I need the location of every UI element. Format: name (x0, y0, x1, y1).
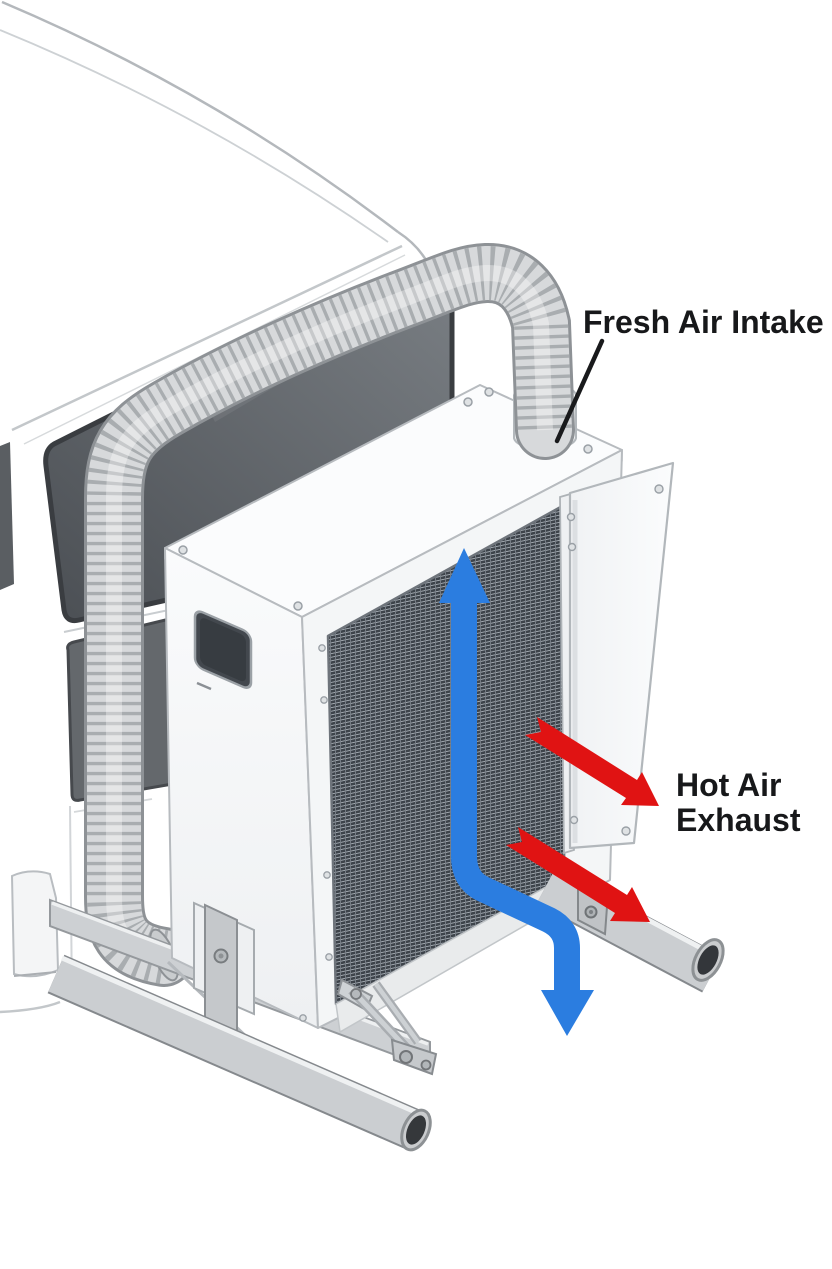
intake-arrow-head-down (541, 990, 594, 1036)
exhaust-arrow-lower (506, 827, 650, 922)
exhaust-arrow-upper (525, 717, 659, 806)
right-rail-tube (536, 867, 725, 993)
vehicle-roof-ridge-line-inner (0, 29, 389, 243)
body-bottom-edge (0, 1000, 61, 1014)
vehicle-roof-ridge-line (1, 0, 399, 233)
hot-air-exhaust-label-line1: Hot Air (676, 767, 781, 803)
vehicle-drip-rail (11, 244, 403, 432)
unit-mount-bracket (193, 901, 255, 1042)
label-leader-line (554, 338, 605, 444)
side-window-sliver (0, 442, 14, 590)
intake-arrow-head-up (439, 548, 490, 603)
annotations: Fresh Air Intake Hot Air Exhaust (554, 304, 824, 838)
control-display-screen (200, 618, 246, 682)
frame-strip-screws (299, 644, 333, 1022)
exhaust-flow-arrow-icon (506, 717, 659, 922)
intake-arrow-shaft (451, 601, 580, 992)
bumper-shadow-line (13, 971, 57, 977)
hose-sheen (106, 265, 553, 965)
support-struts (336, 978, 438, 1076)
hot-air-exhaust-label-line2: Exhaust (676, 802, 801, 838)
mounting-frame (47, 867, 725, 1152)
deflector-panel-right (559, 461, 675, 855)
front-rail-tube (47, 954, 432, 1152)
display-indicator-dash (196, 681, 212, 691)
hose-ribs (87, 246, 572, 984)
top-panel-screws (178, 387, 593, 611)
fresh-air-intake-label: Fresh Air Intake (583, 304, 824, 340)
intake-flow-arrow-icon (439, 548, 594, 1036)
